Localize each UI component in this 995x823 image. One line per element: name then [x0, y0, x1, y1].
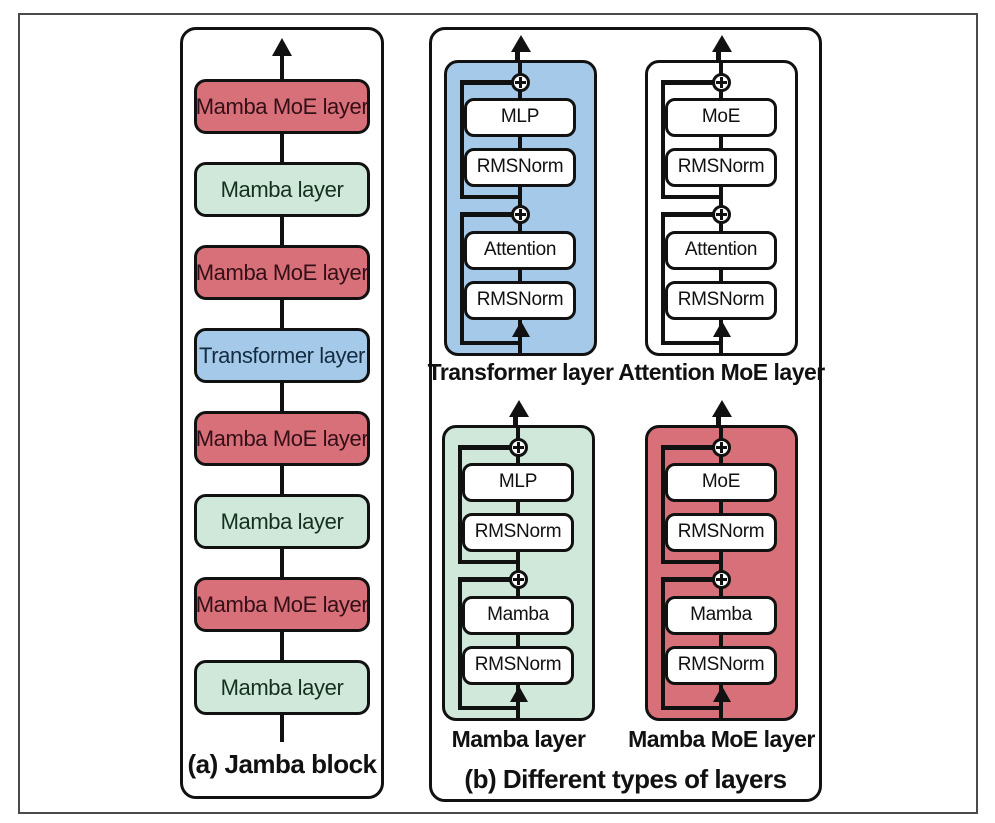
plus-circle-icon: [510, 73, 530, 92]
jamba-flow-line: [279, 56, 285, 742]
block-rmsnorm: RMSNorm: [462, 512, 574, 552]
panel-b-caption: (b) Different types of layers: [464, 764, 787, 794]
block-mlp: MLP: [464, 97, 576, 137]
skip-upper-branch: [660, 559, 723, 564]
skip-lower-rise: [660, 212, 665, 346]
card-label-mamba-moe: Mamba MoE layer: [628, 726, 815, 752]
skip-upper-rise: [660, 445, 665, 565]
block-rmsnorm: RMSNorm: [665, 147, 777, 187]
block-attention: Attention: [464, 230, 576, 270]
block-moe: MoE: [665, 97, 777, 137]
plus-circle-icon: [711, 73, 731, 92]
card-output-line: [716, 52, 721, 61]
skip-lower-join: [660, 577, 715, 582]
arrow-up-icon: [712, 685, 731, 702]
plus-circle-icon: [711, 205, 731, 224]
jamba-stack-layer-5: Mamba MoE layer: [194, 411, 370, 466]
jamba-stack-layer-7: Mamba MoE layer: [194, 577, 370, 632]
panel-a-caption: (a) Jamba block: [187, 749, 377, 779]
jamba-stack-layer-6: Mamba layer: [194, 494, 370, 549]
jamba-stack-layer-1: Mamba MoE layer: [194, 79, 370, 134]
block-mamba: Mamba: [665, 595, 777, 635]
plus-circle-icon: [510, 205, 530, 224]
jamba-stack-layer-2: Mamba layer: [194, 162, 370, 217]
skip-upper-join: [457, 445, 512, 450]
arrow-up-icon: [511, 320, 530, 337]
card-output-line: [716, 417, 721, 426]
jamba-stack-layer-3: Mamba MoE layer: [194, 245, 370, 300]
arrow-up-icon: [711, 400, 732, 417]
plus-circle-icon: [508, 570, 528, 589]
skip-lower-branch: [660, 340, 723, 345]
card-label-transformer: Transformer layer: [427, 359, 614, 385]
arrow-up-icon: [508, 400, 529, 417]
block-rmsnorm: RMSNorm: [665, 645, 777, 685]
plus-circle-icon: [508, 438, 528, 457]
card-output-line: [513, 417, 518, 426]
skip-lower-join: [459, 212, 514, 217]
card-label-mamba: Mamba layer: [451, 726, 586, 752]
arrow-up-icon: [272, 38, 292, 56]
block-moe: MoE: [665, 462, 777, 502]
arrow-up-icon: [711, 35, 732, 52]
arrow-up-icon: [510, 35, 531, 52]
skip-upper-rise: [459, 80, 464, 200]
plus-circle-icon: [711, 438, 731, 457]
block-rmsnorm: RMSNorm: [462, 645, 574, 685]
skip-lower-branch: [457, 705, 520, 710]
skip-lower-rise: [660, 577, 665, 711]
block-mamba: Mamba: [462, 595, 574, 635]
skip-upper-rise: [457, 445, 462, 565]
skip-lower-rise: [459, 212, 464, 346]
skip-upper-branch: [457, 559, 520, 564]
skip-lower-join: [660, 212, 715, 217]
jamba-stack-layer-4: Transformer layer: [194, 328, 370, 383]
skip-upper-join: [459, 80, 514, 85]
skip-lower-join: [457, 577, 512, 582]
skip-upper-branch: [459, 194, 522, 199]
skip-upper-branch: [660, 194, 723, 199]
plus-circle-icon: [711, 570, 731, 589]
block-rmsnorm: RMSNorm: [665, 280, 777, 320]
block-mlp: MLP: [462, 462, 574, 502]
skip-upper-join: [660, 445, 715, 450]
block-rmsnorm: RMSNorm: [464, 280, 576, 320]
card-label-attention-moe: Attention MoE layer: [618, 359, 825, 385]
jamba-stack-layer-8: Mamba layer: [194, 660, 370, 715]
block-attention: Attention: [665, 230, 777, 270]
arrow-up-icon: [712, 320, 731, 337]
skip-lower-branch: [660, 705, 723, 710]
skip-lower-rise: [457, 577, 462, 711]
skip-upper-rise: [660, 80, 665, 200]
block-rmsnorm: RMSNorm: [464, 147, 576, 187]
arrow-up-icon: [509, 685, 528, 702]
skip-upper-join: [660, 80, 715, 85]
block-rmsnorm: RMSNorm: [665, 512, 777, 552]
card-output-line: [515, 52, 520, 61]
skip-lower-branch: [459, 340, 522, 345]
